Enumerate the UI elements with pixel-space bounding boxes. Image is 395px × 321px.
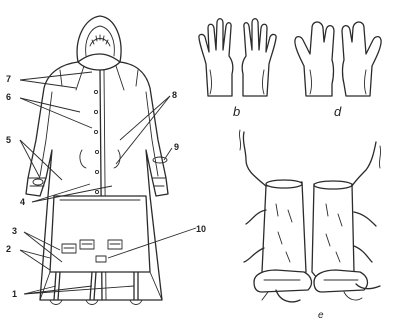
callout-8: 8 bbox=[172, 90, 177, 100]
callout-3: 3 bbox=[12, 226, 17, 236]
callout-7: 7 bbox=[6, 74, 11, 84]
callout-10: 10 bbox=[196, 224, 206, 234]
callout-5: 5 bbox=[6, 135, 11, 145]
hooded-coat-drawing bbox=[26, 16, 168, 305]
panel-label-protective-stockings: e bbox=[318, 310, 324, 321]
protective-stockings bbox=[239, 130, 380, 302]
gloves-five-finger bbox=[199, 19, 276, 96]
callout-9: 9 bbox=[174, 142, 179, 152]
panel-label-five-finger-gloves: b bbox=[233, 104, 240, 119]
callout-1: 1 bbox=[12, 289, 17, 299]
callout-6: 6 bbox=[6, 92, 11, 102]
mittens-three-finger bbox=[295, 22, 381, 96]
panel-label-three-finger-mittens: d bbox=[334, 104, 342, 119]
callout-4: 4 bbox=[20, 197, 25, 207]
callout-2: 2 bbox=[6, 244, 11, 254]
